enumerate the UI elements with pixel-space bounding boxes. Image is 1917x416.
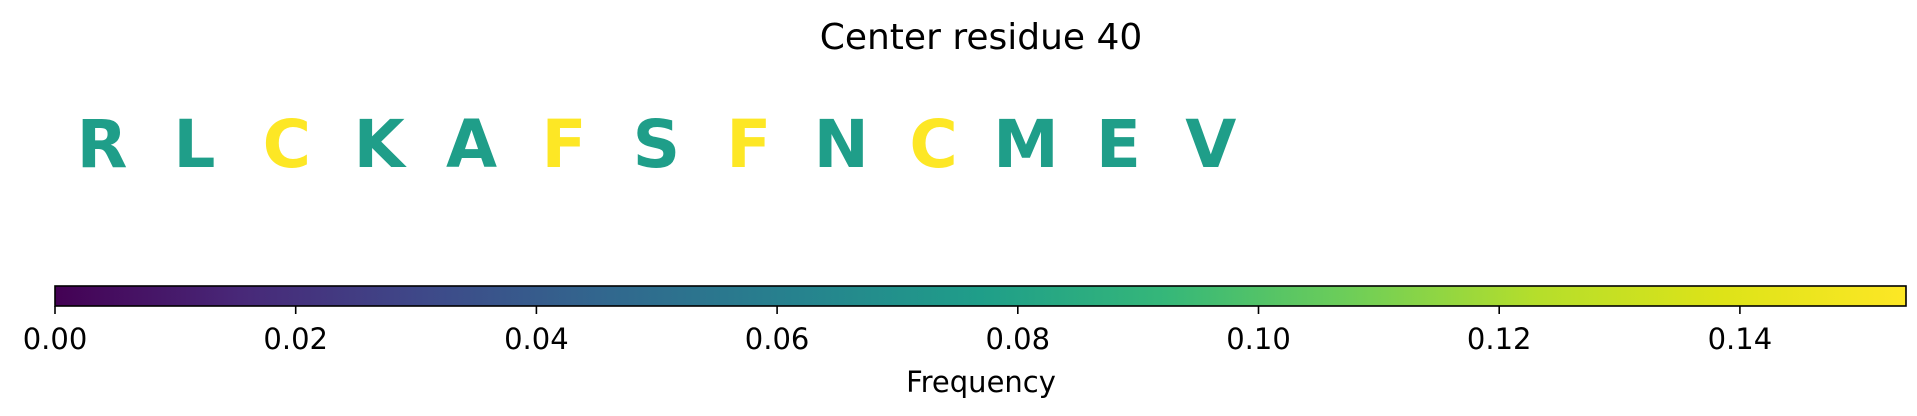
colorbar-tick-label: 0.00: [23, 322, 88, 356]
residue-letter: F: [541, 106, 586, 183]
colorbar-axis-label: Frequency: [906, 365, 1056, 399]
colorbar-frame: [54, 285, 1907, 307]
residue-letter: R: [77, 106, 128, 183]
colorbar-gradient: [55, 286, 1906, 306]
residue-letter: F: [726, 106, 771, 183]
residue-letter: L: [173, 106, 215, 183]
residue-letter: E: [1096, 106, 1141, 183]
colorbar-tick-label: 0.06: [745, 322, 810, 356]
colorbar-tick-label: 0.14: [1708, 322, 1773, 356]
residue-letter: A: [446, 106, 497, 183]
residue-letter: C: [263, 106, 311, 183]
colorbar-tick-label: 0.04: [504, 322, 569, 356]
colorbar-tick-label: 0.10: [1226, 322, 1291, 356]
residue-letter: S: [633, 106, 681, 183]
residue-letter: K: [354, 106, 408, 183]
residue-letter: C: [909, 106, 957, 183]
residue-letter: N: [814, 106, 869, 183]
colorbar: 0.00 0.02 0.04 0.06 0.08 0.10 0.12 0.14 Frequen…: [23, 285, 1907, 399]
residue-letter: M: [993, 106, 1059, 183]
colorbar-tick-label: 0.08: [986, 322, 1051, 356]
residue-letter: V: [1185, 106, 1236, 183]
chart-title: Center residue 40: [820, 17, 1143, 58]
colorbar-tick-label: 0.02: [263, 322, 328, 356]
colorbar-tick-label: 0.12: [1467, 322, 1532, 356]
colorbar-ticks: 0.00 0.02 0.04 0.06 0.08 0.10 0.12 0.14: [23, 306, 1772, 356]
